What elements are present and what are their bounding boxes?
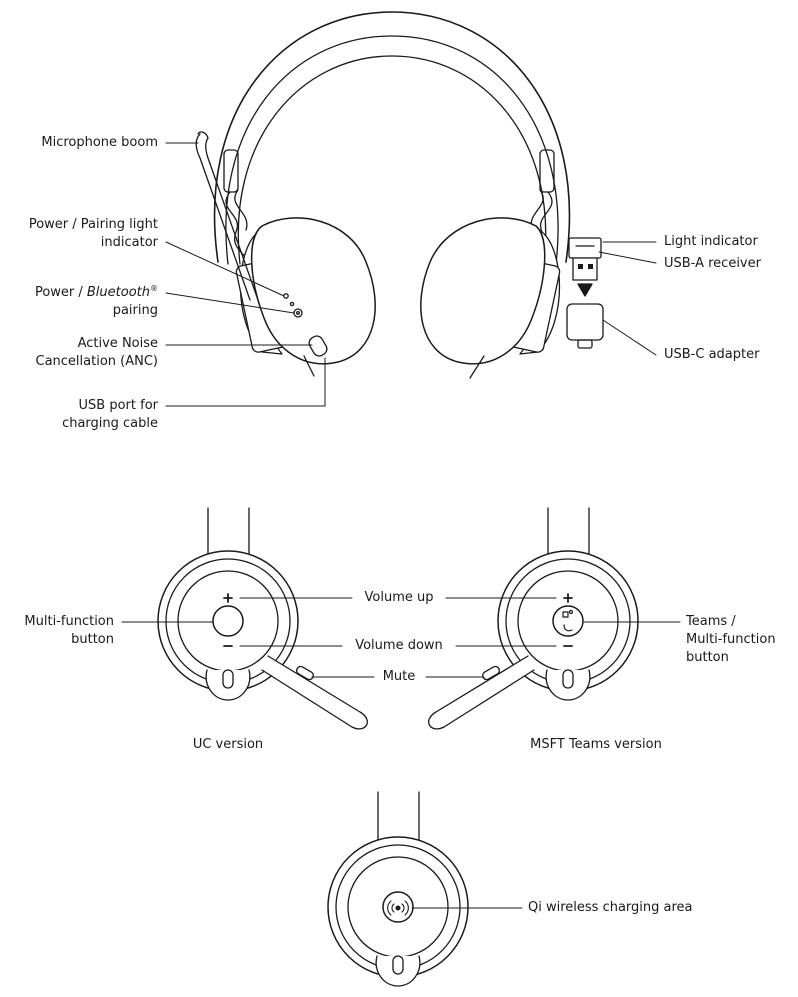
label-registered-mark: ® <box>150 284 158 293</box>
label-teams-line2: Multi-function <box>686 632 776 647</box>
usb-c-adapter-icon <box>566 303 604 349</box>
label-mute: Mute <box>382 669 416 684</box>
uc-earcup-illustration <box>157 507 368 730</box>
label-volume-down: Volume down <box>355 638 443 653</box>
teams-earcup-illustration <box>428 507 639 730</box>
label-usb-port: USB port for charging cable <box>62 397 158 433</box>
qi-wireless-icon <box>387 900 409 916</box>
label-volume-up: Volume up <box>364 590 434 605</box>
label-anc: Active Noise Cancellation (ANC) <box>36 335 159 371</box>
qi-earcup-illustration <box>327 791 469 987</box>
plus-icon <box>563 593 573 603</box>
label-usb-port-line2: charging cable <box>62 416 158 431</box>
teams-icon <box>562 609 574 632</box>
label-power-bluetooth-line2: pairing <box>112 303 158 318</box>
arrow-down-icon <box>577 283 593 297</box>
label-qi-wireless: Qi wireless charging area <box>528 900 693 915</box>
label-power-bluetooth: Power / Bluetooth® pairing <box>35 284 158 320</box>
label-power-pairing-light: Power / Pairing light indicator <box>29 216 158 252</box>
label-multi-function: Multi-function button <box>24 613 114 649</box>
label-power-pairing-light-line1: Power / Pairing light <box>28 217 158 232</box>
label-usb-a-receiver: USB-A receiver <box>664 256 761 271</box>
plus-icon <box>223 593 233 603</box>
label-light-indicator: Light indicator <box>664 234 758 249</box>
label-uc-version: UC version <box>192 737 264 752</box>
label-teams-line3: button <box>686 650 729 665</box>
label-power-prefix: Power / <box>34 285 87 300</box>
label-msft-version: MSFT Teams version <box>530 737 662 752</box>
label-multi-function-line2: button <box>71 632 114 647</box>
label-microphone-boom: Microphone boom <box>41 135 158 150</box>
label-multi-function-line1: Multi-function <box>24 614 114 629</box>
label-teams-multi-function: Teams / Multi-function button <box>686 613 776 667</box>
label-anc-line2: Cancellation (ANC) <box>35 354 159 369</box>
label-power-pairing-light-line2: indicator <box>100 235 158 250</box>
label-anc-line1: Active Noise <box>77 336 158 351</box>
leader-lines-middle <box>121 597 681 678</box>
label-power-bluetooth-line1: Power / Bluetooth® <box>35 284 158 302</box>
headset-illustration <box>195 11 571 379</box>
label-teams-line1: Teams / <box>686 614 736 629</box>
label-bluetooth-italic: Bluetooth <box>86 285 150 300</box>
usb-a-receiver-icon <box>568 237 602 281</box>
label-usb-port-line1: USB port for <box>78 398 158 413</box>
label-usb-c-adapter: USB-C adapter <box>664 347 760 362</box>
leader-lines-top <box>165 142 657 407</box>
